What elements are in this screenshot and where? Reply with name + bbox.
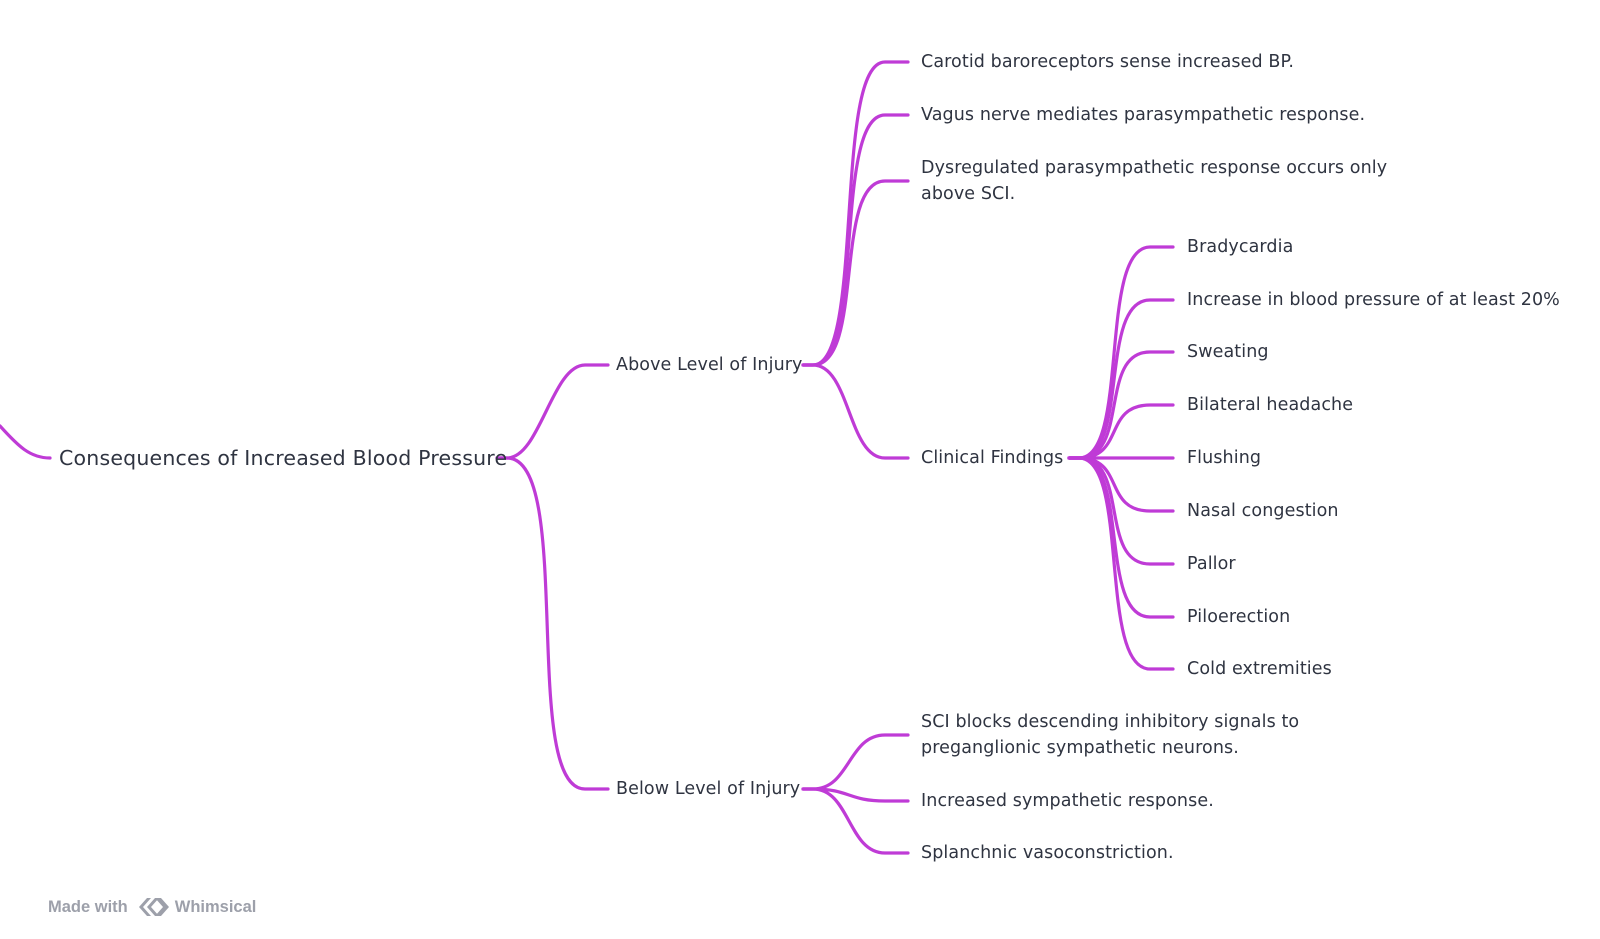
connector-clinical-nasal (1067, 456, 1175, 513)
node-vagus-nerve[interactable]: Vagus nerve mediates parasympathetic res… (921, 105, 1366, 125)
connector-above-dysregulated (801, 179, 910, 367)
node-splanchnic-vasoconstriction[interactable]: Splanchnic vasoconstriction. (921, 843, 1174, 863)
connector-offscreen-parent (0, 424, 52, 460)
finding-flushing[interactable]: Flushing (1187, 448, 1262, 468)
branch-below-level-of-injury[interactable]: Below Level of Injury (616, 779, 801, 799)
connector-clinical-cold (1067, 456, 1175, 671)
finding-sweating[interactable]: Sweating (1187, 342, 1269, 362)
connector-below-sci-blocks (801, 733, 910, 791)
node-carotid-baroreceptors[interactable]: Carotid baroreceptors sense increased BP… (921, 52, 1295, 72)
finding-cold-extremities[interactable]: Cold extremities (1187, 659, 1332, 679)
finding-nasal-congestion[interactable]: Nasal congestion (1187, 501, 1339, 521)
connector-root-above (495, 363, 610, 460)
made-with-whimsical-badge[interactable]: Made with Whimsical (48, 896, 256, 918)
connector-above-clinical (801, 363, 910, 460)
made-with-label: Made with (48, 897, 128, 916)
connector-below-splanchnic (801, 787, 910, 855)
connector-root-below (495, 456, 610, 791)
branch-above-level-of-injury[interactable]: Above Level of Injury (616, 355, 803, 375)
connector-clinical-headache (1067, 403, 1175, 460)
node-sci-blocks-signals[interactable]: SCI blocks descending inhibitory signals… (921, 712, 1300, 758)
node-dysregulated-response[interactable]: Dysregulated parasympathetic response oc… (921, 158, 1388, 204)
node-increased-sympathetic[interactable]: Increased sympathetic response. (921, 791, 1214, 811)
finding-bilateral-headache[interactable]: Bilateral headache (1187, 395, 1354, 415)
node-clinical-findings[interactable]: Clinical Findings (921, 448, 1064, 468)
mindmap-root-node[interactable]: Consequences of Increased Blood Pressure (59, 446, 508, 470)
finding-bp-increase[interactable]: Increase in blood pressure of at least 2… (1187, 290, 1560, 310)
whimsical-logo-icon (138, 898, 169, 916)
connector-above-vagus (801, 113, 910, 367)
finding-piloerection[interactable]: Piloerection (1187, 607, 1291, 627)
connector-above-baroreceptors (801, 60, 910, 367)
finding-pallor[interactable]: Pallor (1187, 554, 1236, 574)
whimsical-brand-label: Whimsical (174, 897, 257, 916)
finding-bradycardia[interactable]: Bradycardia (1187, 237, 1294, 257)
